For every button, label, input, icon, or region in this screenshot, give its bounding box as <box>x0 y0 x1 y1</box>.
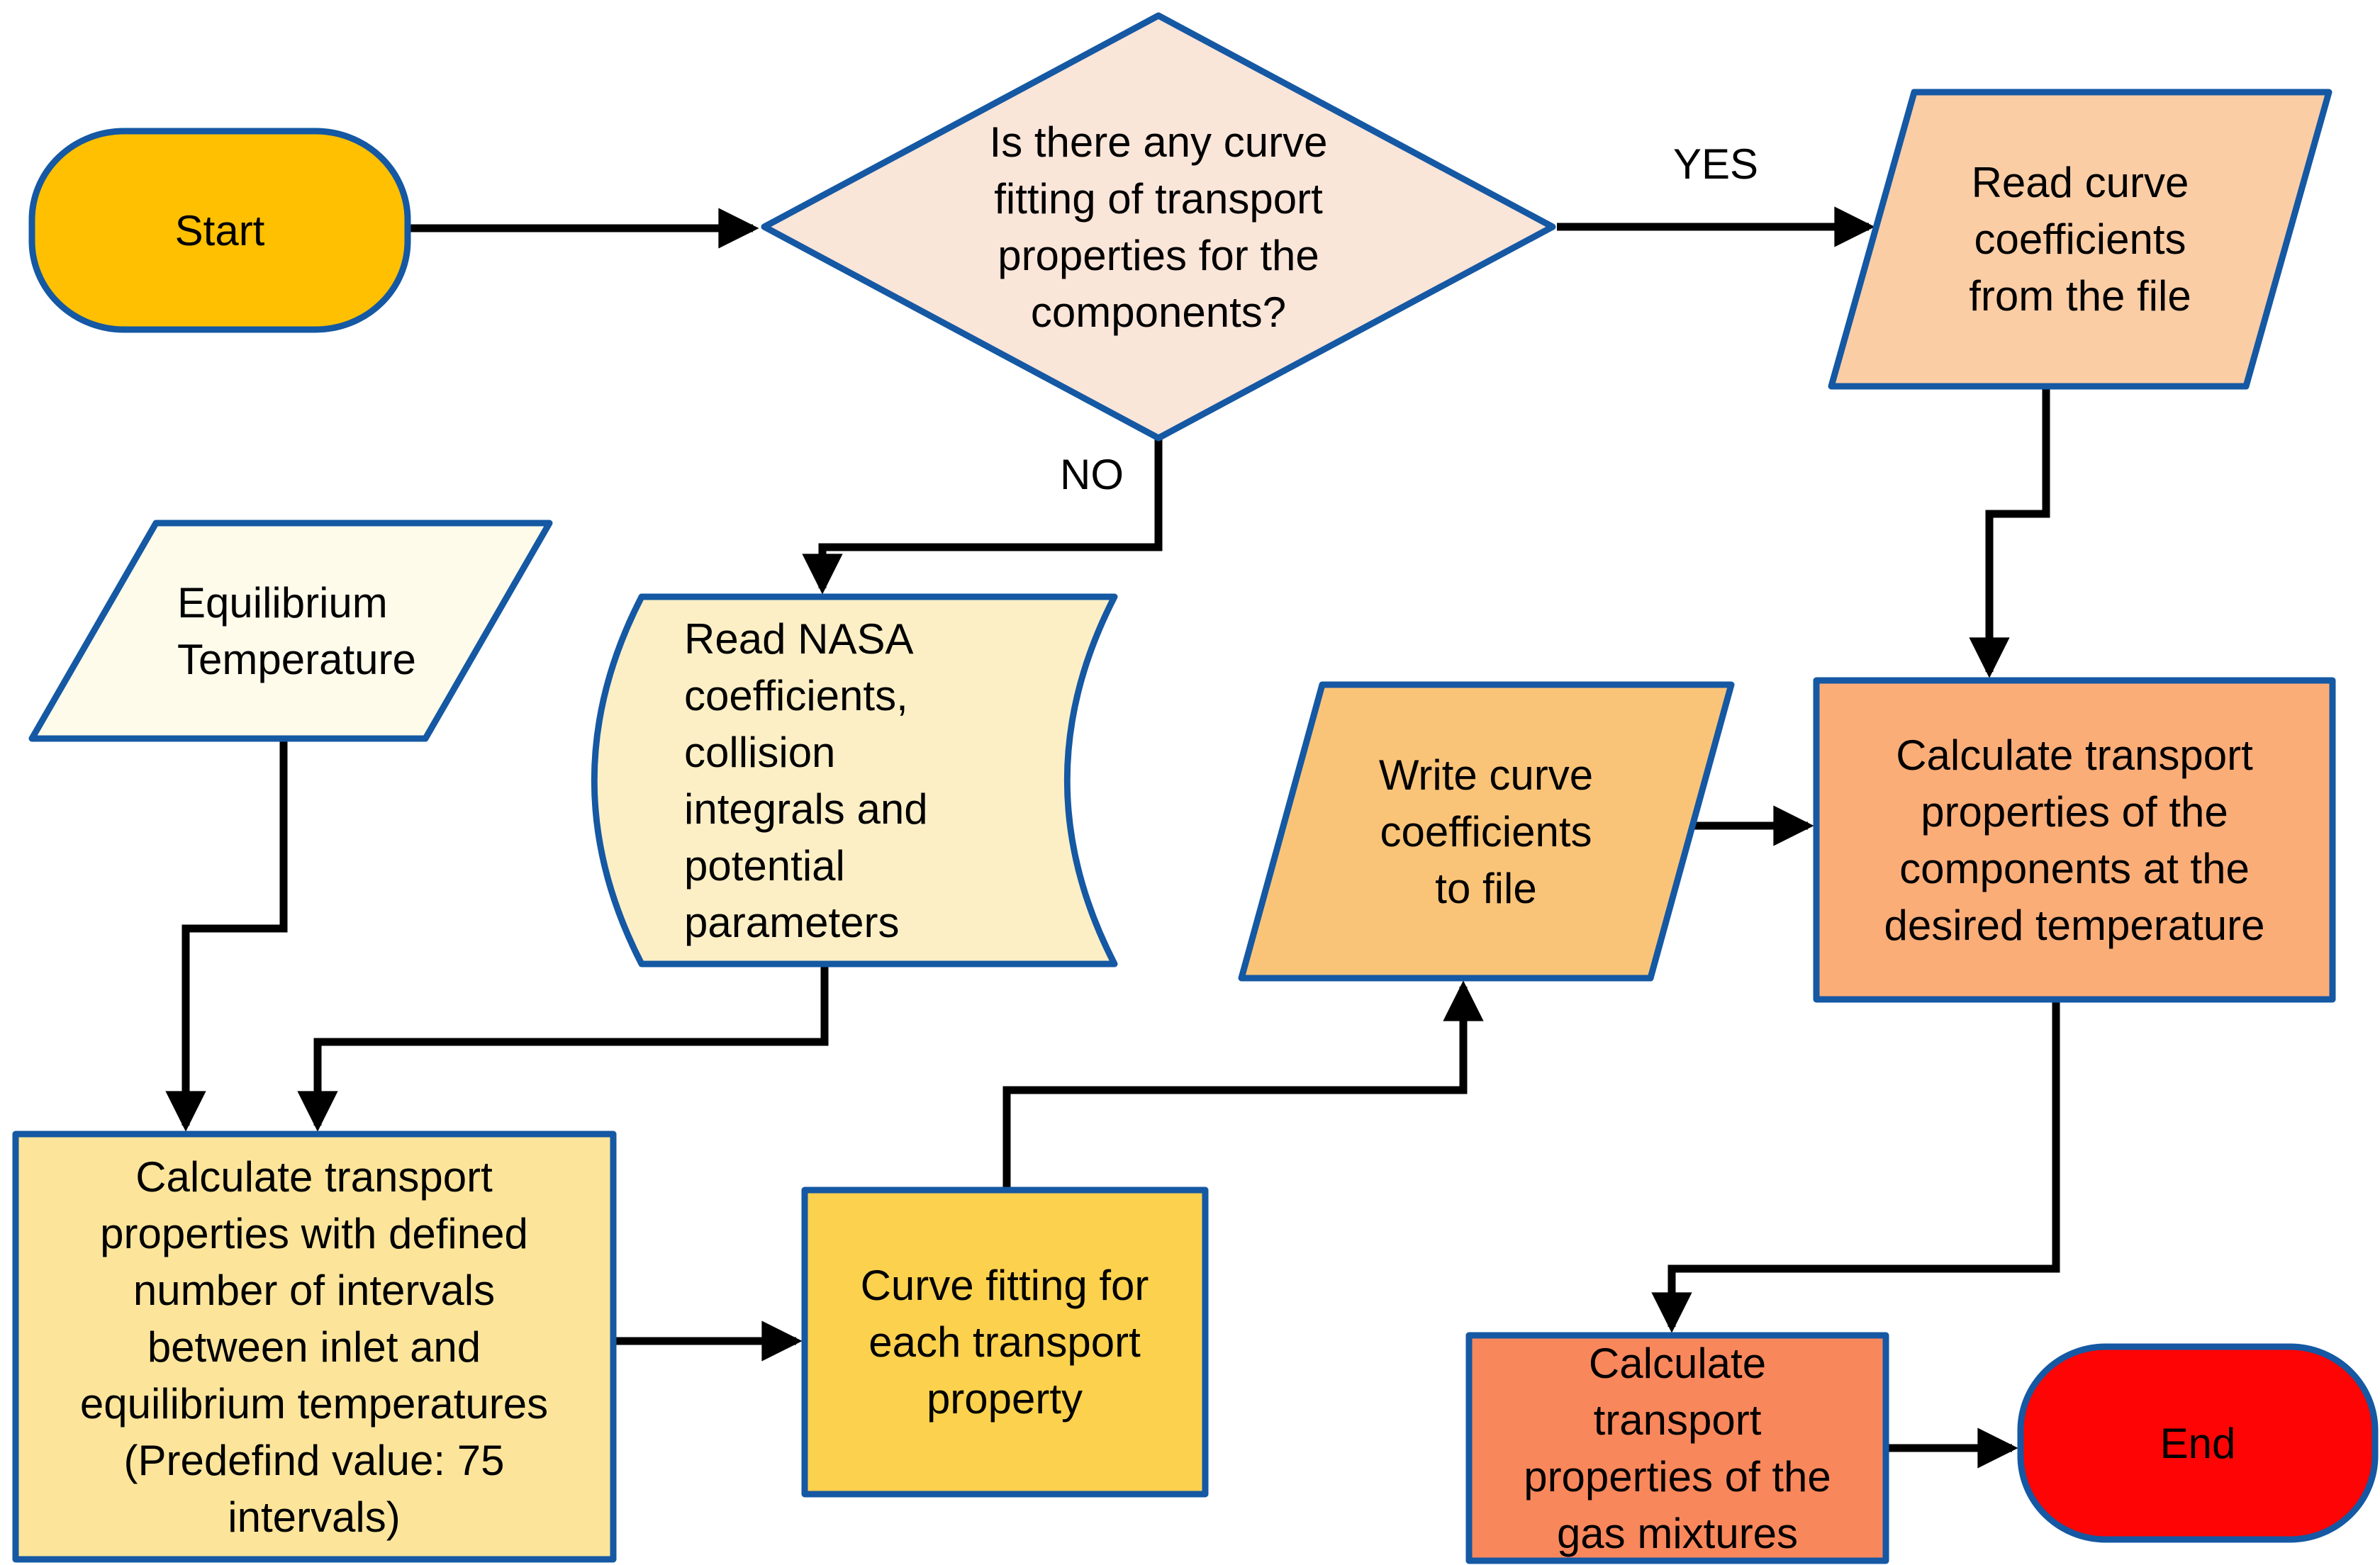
no-branch-label: NO <box>1060 451 1124 498</box>
edge-read-nasa-to-calc-intervals <box>297 963 829 1132</box>
edge-curve-fitting-to-write-curve <box>1002 980 1484 1189</box>
calc-components-node <box>1813 677 2336 1003</box>
calc-intervals-node <box>12 1131 617 1563</box>
decision-node <box>761 12 1556 442</box>
curve-fitting-node <box>801 1187 1209 1498</box>
end-node <box>2017 1343 2379 1543</box>
start-label: Start <box>175 207 265 254</box>
edge-decision-no-to-read-nasa <box>802 439 1163 595</box>
edges <box>165 206 2060 1469</box>
end-label: End <box>2160 1420 2236 1467</box>
edge-read-curve-to-calc-components <box>1969 388 2050 678</box>
gas-mixtures-node <box>1465 1332 1889 1564</box>
start-node <box>28 128 411 333</box>
read-curve-node <box>1828 89 2332 390</box>
read-nasa-node <box>591 593 1118 967</box>
edge-calc-components-to-gas-mixtures <box>1651 1001 2060 1333</box>
write-curve-node <box>1238 681 1735 982</box>
edge-equilibrium-to-calc-intervals <box>165 740 288 1132</box>
edge-labels: YES NO <box>1060 140 1758 498</box>
yes-branch-label: YES <box>1673 140 1758 188</box>
equilibrium-node <box>28 520 553 742</box>
